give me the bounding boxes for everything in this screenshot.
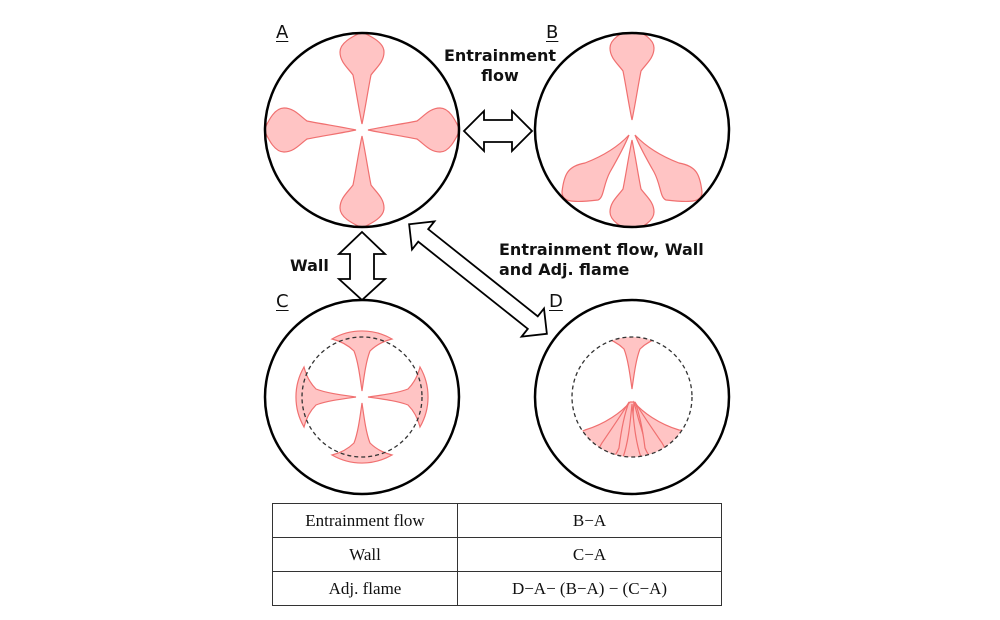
double-arrow-a-d xyxy=(408,220,548,338)
formula-cell: B−A xyxy=(457,503,722,538)
burner-circle-c xyxy=(263,298,461,496)
effect-formula-table: Entrainment flow B−A Wall C−A Adj. flame… xyxy=(272,503,722,606)
double-arrow-a-c xyxy=(336,230,388,302)
burner-circle-a xyxy=(263,31,461,229)
entrainment-label-line: Entrainment xyxy=(443,46,557,65)
panel-c xyxy=(263,298,461,496)
flame-petals-c xyxy=(295,330,429,464)
effect-cell: Entrainment flow xyxy=(272,503,458,538)
burner-circle-d xyxy=(533,298,731,496)
panel-a xyxy=(263,31,461,229)
table-row: Adj. flame D−A− (B−A) − (C−A) xyxy=(272,571,722,606)
panel-d xyxy=(533,298,731,496)
entrainment-label-line: flow xyxy=(481,66,519,85)
flame-petals-d xyxy=(572,337,692,457)
panel-b xyxy=(533,31,731,229)
wall-boundary-c xyxy=(301,336,423,458)
burner-circle-b xyxy=(533,31,731,229)
table-row: Wall C−A xyxy=(272,537,722,572)
double-arrow-a-b xyxy=(462,108,534,154)
panel-label-b: B xyxy=(546,22,559,43)
formula-cell: C−A xyxy=(457,537,722,572)
panel-label-a: A xyxy=(276,22,289,43)
table-row: Entrainment flow B−A xyxy=(272,503,722,538)
arrow-label-wall: Wall xyxy=(290,256,329,275)
wall-boundary-d xyxy=(571,336,693,458)
effect-cell: Wall xyxy=(272,537,458,572)
flame-petals-b xyxy=(561,33,703,227)
arrow-label-combined: Entrainment flow, Wall and Adj. flame xyxy=(499,240,704,280)
combined-label-line1: Entrainment flow, Wall xyxy=(499,240,704,259)
panel-label-d: D xyxy=(549,291,563,312)
effect-cell: Adj. flame xyxy=(272,571,458,606)
panel-label-c: C xyxy=(276,291,289,312)
combined-label-line2: and Adj. flame xyxy=(499,260,630,279)
formula-cell: D−A− (B−A) − (C−A) xyxy=(457,571,722,606)
